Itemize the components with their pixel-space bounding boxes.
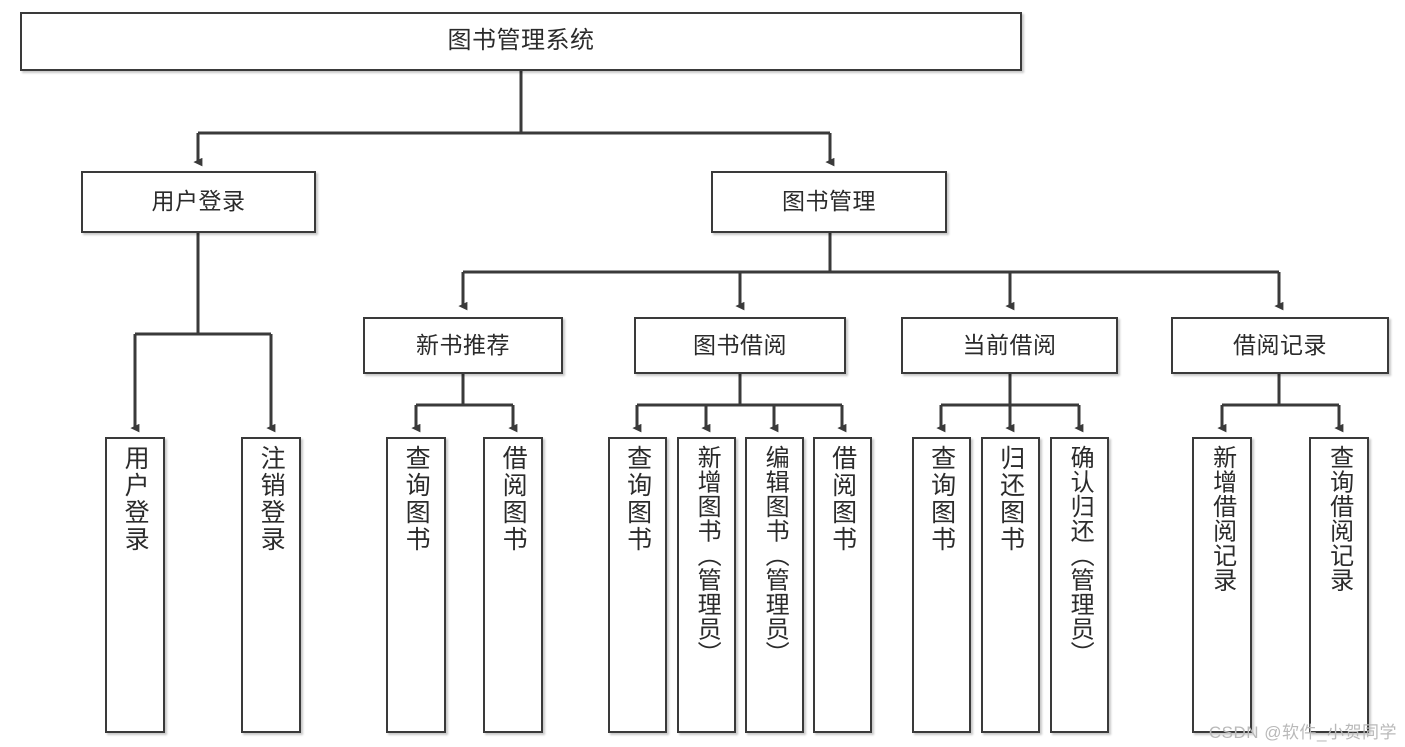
node-label: 确认归还（管理员）: [1066, 445, 1094, 666]
leaf-recommend-query-book[interactable]: 查询图书: [386, 437, 446, 733]
node-book-borrow[interactable]: 图书借阅: [634, 317, 846, 374]
node-label: 查询图书: [402, 445, 431, 553]
node-book-management[interactable]: 图书管理: [711, 171, 947, 233]
node-label: 新书推荐: [416, 331, 510, 358]
node-label: 注销登录: [257, 445, 286, 553]
leaf-record-add-borrow-record[interactable]: 新增借阅记录: [1192, 437, 1252, 733]
leaf-borrow-query-book[interactable]: 查询图书: [608, 437, 667, 733]
node-label: 新增借阅记录: [1208, 445, 1236, 592]
node-label: 图书借阅: [693, 331, 787, 358]
node-label: 借阅图书: [499, 445, 528, 553]
node-current-borrow[interactable]: 当前借阅: [901, 317, 1118, 374]
leaf-recommend-borrow-book[interactable]: 借阅图书: [483, 437, 543, 733]
node-label: 图书管理: [782, 188, 876, 215]
leaf-current-confirm-return-admin[interactable]: 确认归还（管理员）: [1050, 437, 1109, 733]
node-label: 归还图书: [996, 445, 1025, 553]
node-label: 图书管理系统: [447, 27, 595, 55]
leaf-user-login[interactable]: 用户登录: [105, 437, 165, 733]
node-label: 当前借阅: [962, 331, 1057, 358]
node-label: 编辑图书（管理员）: [761, 445, 789, 666]
node-label: 用户登录: [121, 445, 150, 553]
node-borrow-record[interactable]: 借阅记录: [1171, 317, 1389, 374]
node-label: 查询图书: [927, 445, 956, 553]
leaf-logout-login[interactable]: 注销登录: [241, 437, 301, 733]
leaf-record-query-borrow-record[interactable]: 查询借阅记录: [1309, 437, 1369, 733]
node-new-book-recommend[interactable]: 新书推荐: [363, 317, 563, 374]
node-label: 查询图书: [623, 445, 652, 553]
node-root-book-management-system[interactable]: 图书管理系统: [20, 12, 1022, 71]
node-label: 借阅记录: [1233, 331, 1327, 358]
leaf-borrow-borrow-book[interactable]: 借阅图书: [813, 437, 872, 733]
leaf-borrow-add-book-admin[interactable]: 新增图书（管理员）: [677, 437, 736, 733]
node-label: 用户登录: [151, 188, 246, 215]
node-user-login[interactable]: 用户登录: [81, 171, 316, 233]
node-label: 查询借阅记录: [1325, 445, 1353, 592]
leaf-current-return-book[interactable]: 归还图书: [981, 437, 1040, 733]
leaf-borrow-edit-book-admin[interactable]: 编辑图书（管理员）: [745, 437, 804, 733]
node-label: 新增图书（管理员）: [693, 445, 721, 666]
node-label: 借阅图书: [828, 445, 857, 553]
leaf-current-query-book[interactable]: 查询图书: [912, 437, 971, 733]
csdn-watermark: CSDN @软件_小贺同学: [1208, 723, 1397, 742]
